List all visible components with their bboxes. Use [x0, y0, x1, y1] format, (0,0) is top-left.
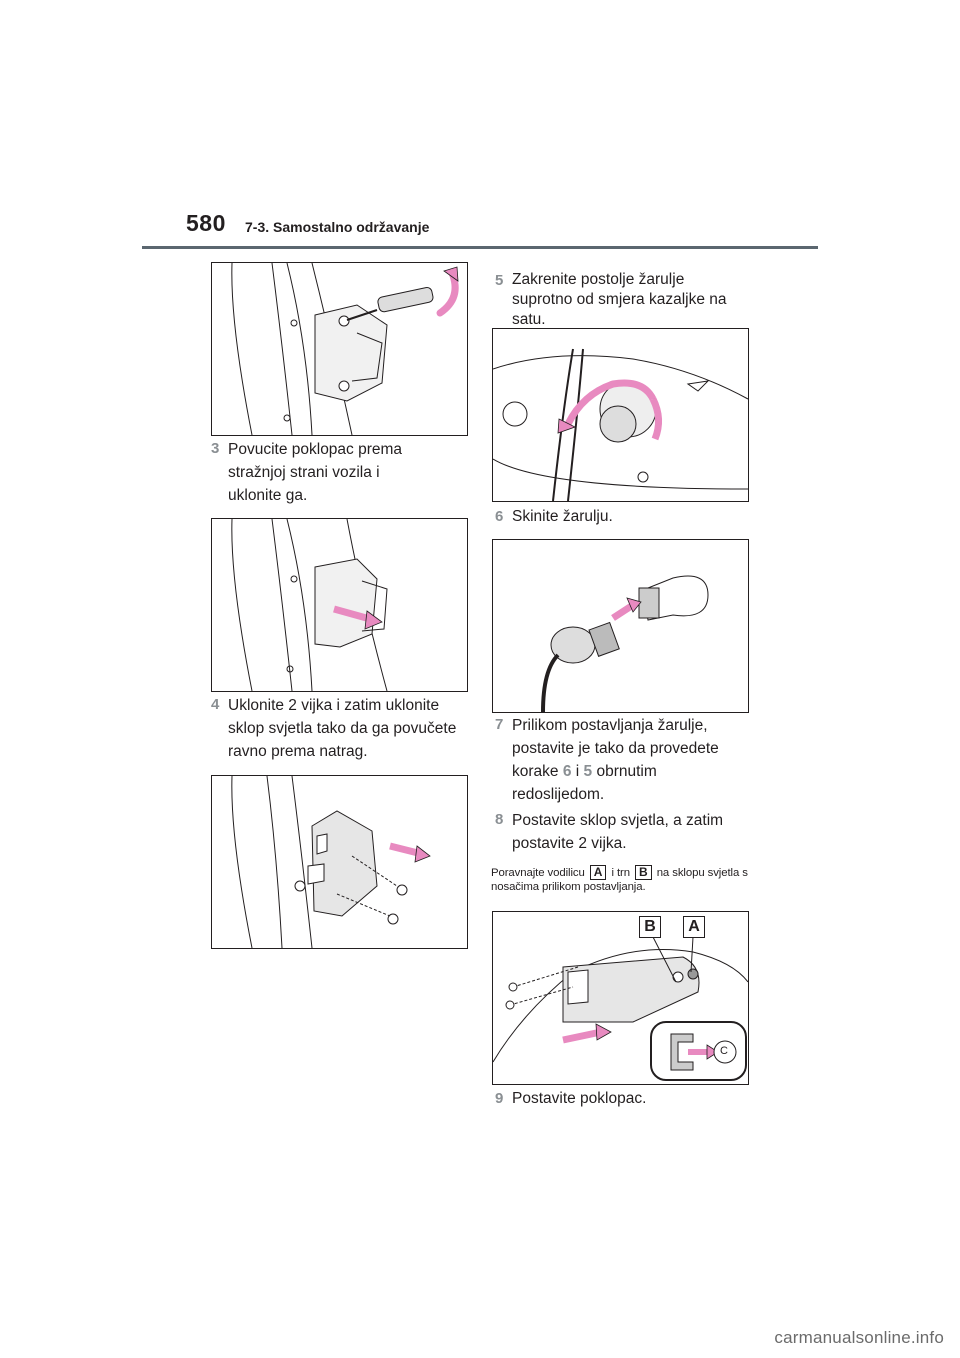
figure-install-light-assembly: B A C: [492, 911, 749, 1085]
header-rule: [142, 246, 818, 249]
figure-remove-light-assembly: [211, 775, 468, 949]
step-number: 6: [495, 508, 504, 525]
illustration-bulb: [541, 575, 709, 712]
step-number: 3: [211, 440, 220, 457]
step-text: Postavite poklopac.: [512, 1090, 647, 1107]
step-number: 5: [495, 272, 504, 289]
step-number: 9: [495, 1090, 504, 1107]
step-4: 4 Uklonite 2 vijka i zatim uklonite sklo…: [211, 694, 466, 763]
step-text: Zakrenite postolje žarulje suprotno od s…: [512, 271, 727, 328]
illustration-rotate-bulb: [493, 348, 748, 501]
step-ref-6: 6: [562, 763, 572, 780]
step-text: Povucite poklopac prema stražnjoj strani…: [228, 441, 403, 504]
figure-remove-cover-screwdriver: [211, 262, 468, 436]
step-number: 7: [495, 716, 504, 733]
step-6: 6 Skinite žarulju.: [495, 506, 767, 528]
label-b: B: [635, 865, 652, 880]
watermark: carmanualsonline.info: [774, 1328, 944, 1347]
note-text-after: na sklopu svjetla s nosačima prilikom po…: [491, 867, 748, 893]
figure-rotate-bulb-base: [492, 328, 749, 502]
illustration-screwdriver: [231, 263, 459, 435]
step-9: 9 Postavite poklopac.: [495, 1088, 767, 1110]
illustration-light-assembly: [231, 776, 431, 948]
callout-a: A: [683, 916, 705, 938]
step-ref-5: 5: [583, 763, 593, 780]
step-text: Prilikom postavljanja žarulje, postavite…: [495, 714, 737, 806]
step-number: 4: [211, 696, 220, 713]
label-a: A: [589, 865, 607, 880]
step-number: 8: [495, 811, 504, 828]
step-7: 7 Prilikom postavljanja žarulje, postavi…: [495, 714, 767, 806]
illustration-install: [493, 936, 748, 1081]
install-note: Poravnajte vodilicu A i trn B na sklopu …: [491, 865, 767, 894]
step-8: 8 Postavite sklop svjetla, a zatim posta…: [495, 809, 767, 855]
step-text: Postavite sklop svjetla, a zatim postavi…: [512, 812, 724, 852]
step-text: Skinite žarulju.: [512, 508, 613, 525]
callout-b: B: [639, 916, 661, 938]
step-text: Uklonite 2 vijka i zatim uklonite sklop …: [228, 697, 457, 760]
step-7-conj: i: [575, 763, 580, 780]
figure-remove-bulb: [492, 539, 749, 713]
step-5: 5 Zakrenite postolje žarulje suprotno od…: [495, 270, 767, 330]
illustration-pull-cover: [231, 519, 388, 691]
step-7-text-after: obrnutim redoslijedom.: [512, 763, 657, 803]
note-text-before: Poravnajte vodilicu: [491, 867, 585, 879]
section-title: 7-3. Samostalno održavanje: [245, 219, 430, 235]
callout-c: C: [720, 1045, 728, 1057]
page-number: 580: [186, 210, 226, 236]
note-text-mid: i trn: [611, 867, 630, 879]
step-3: 3 Povucite poklopac prema stražnjoj stra…: [211, 438, 466, 507]
step-7-text-before: Prilikom postavljanja žarulje, postavite…: [512, 717, 719, 780]
figure-pull-cover: [211, 518, 468, 692]
